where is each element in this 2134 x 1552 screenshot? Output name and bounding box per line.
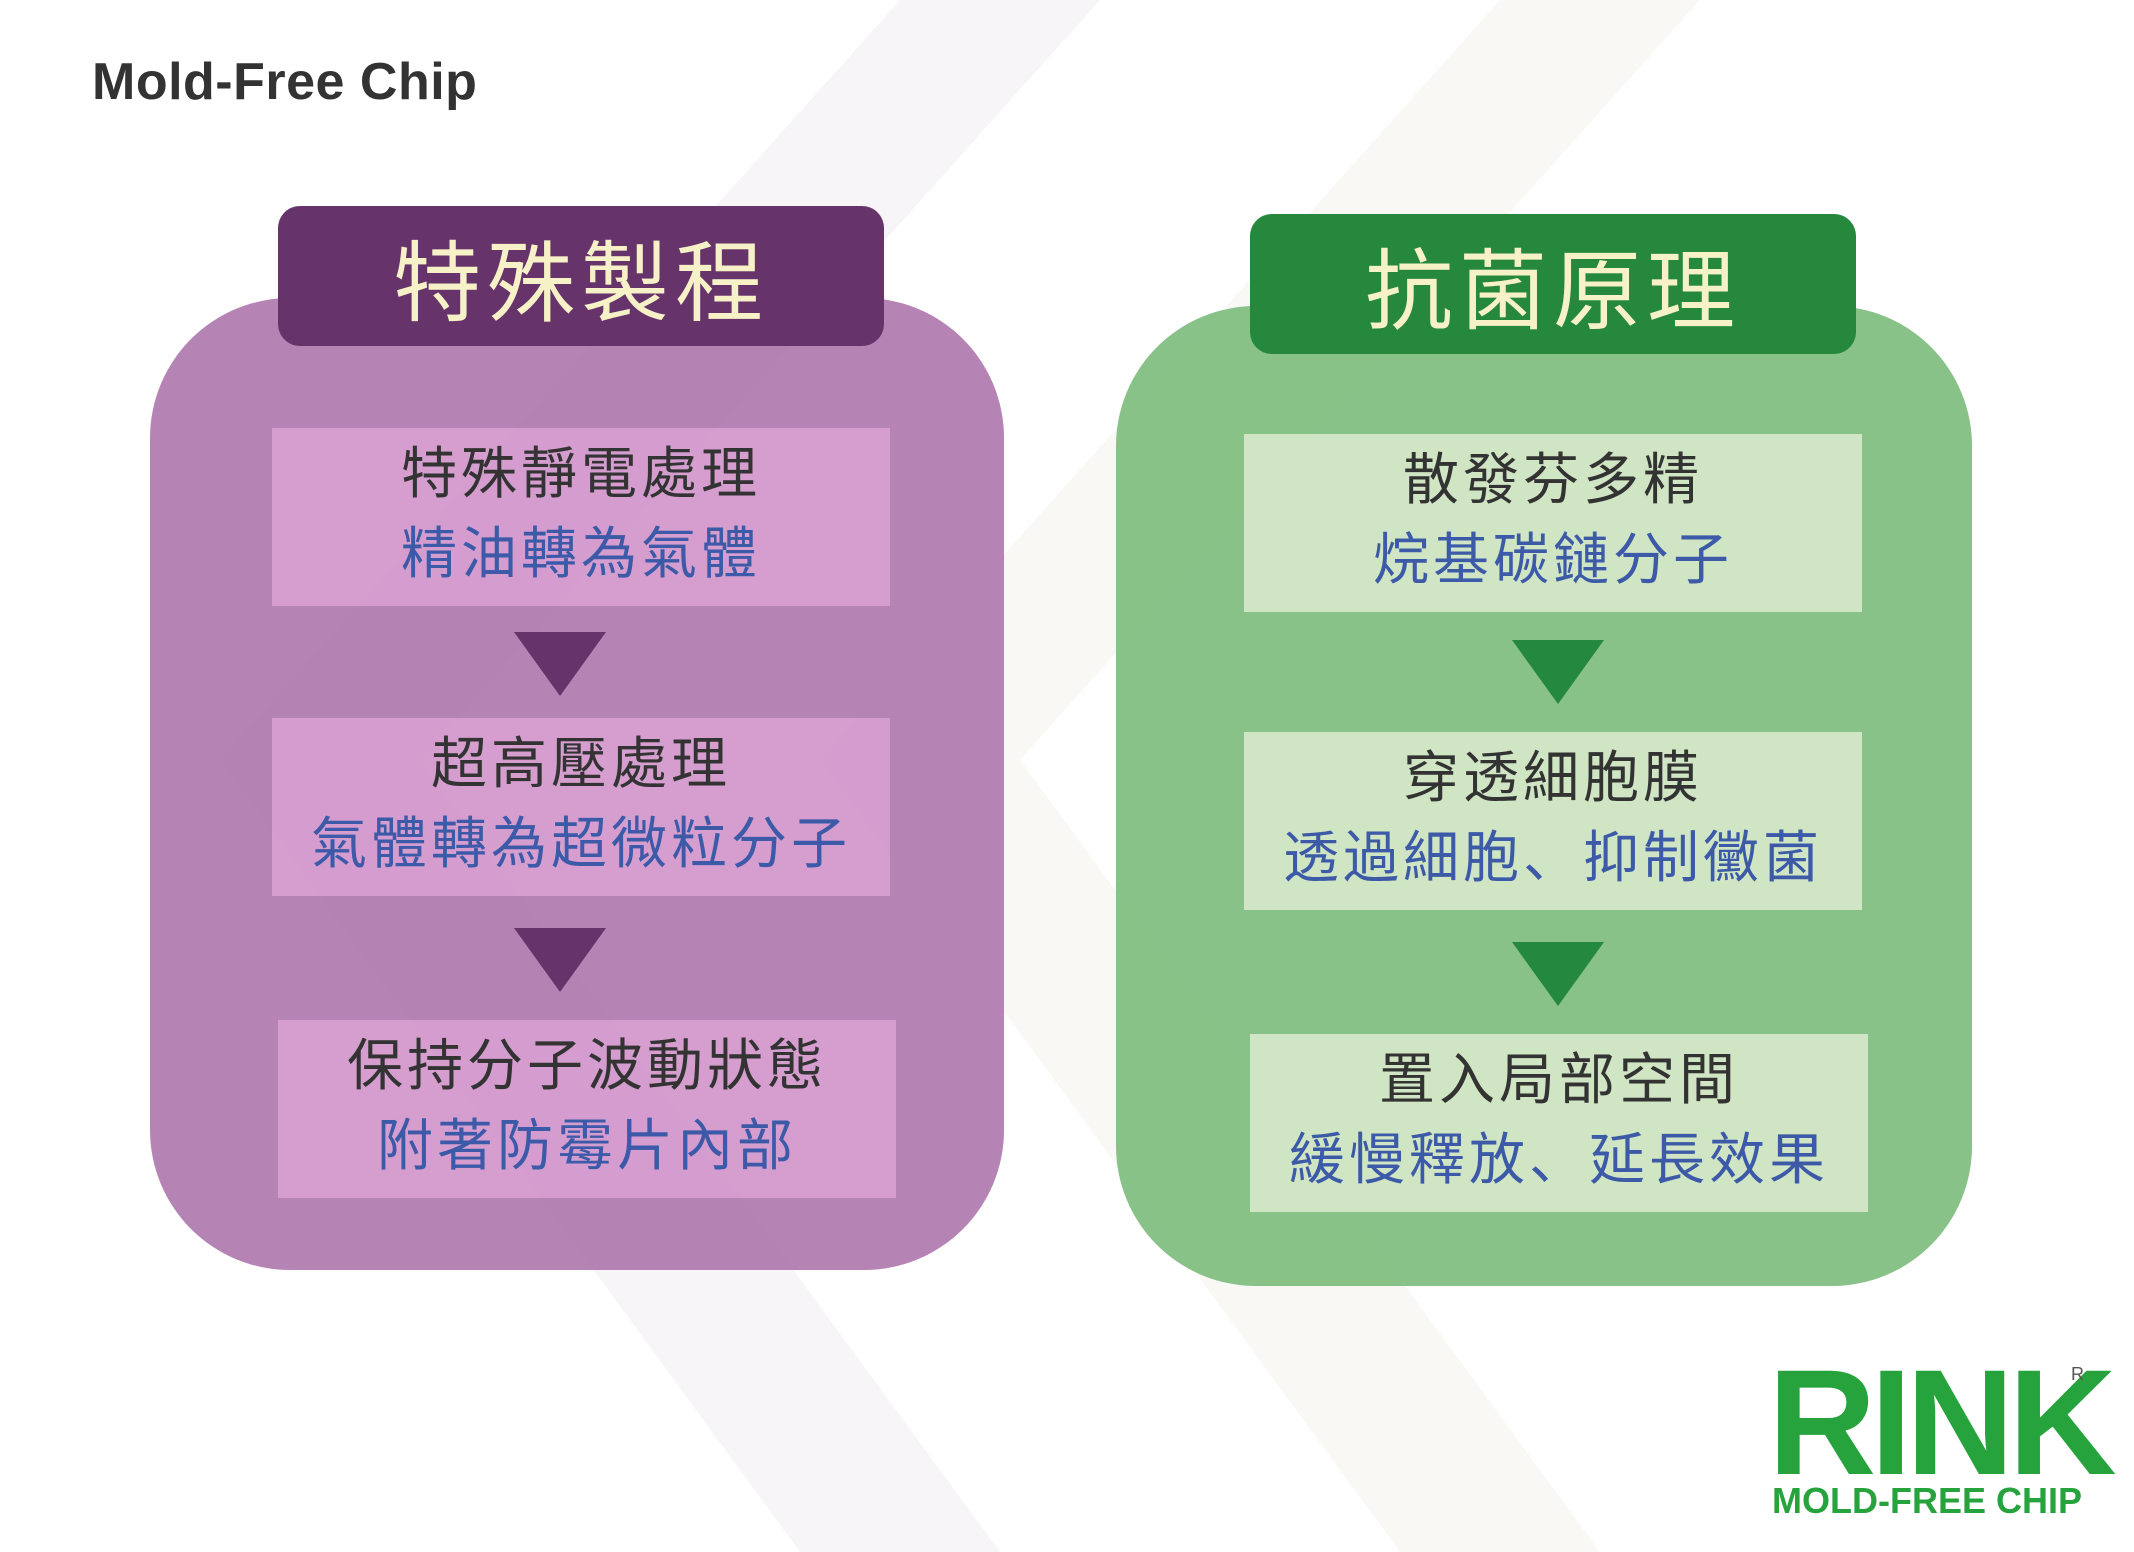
right-step-3-sub: 緩慢釋放、延長效果 (1289, 1128, 1829, 1193)
left-step-3-main: 保持分子波動狀態 (347, 1034, 827, 1099)
right-down-arrow-1 (1512, 640, 1604, 704)
left-step-2-sub: 氣體轉為超微粒分子 (311, 812, 851, 877)
right-step-3-main: 置入局部空間 (1379, 1048, 1739, 1113)
logo-wordmark: RINK (1768, 1338, 2117, 1506)
left-down-arrow-1 (514, 632, 606, 696)
right-down-arrow-2 (1512, 942, 1604, 1006)
left-step-1: 特殊靜電處理 精油轉為氣體 (272, 428, 890, 606)
right-step-1-sub: 烷基碳鏈分子 (1373, 528, 1733, 593)
left-step-2-main: 超高壓處理 (431, 732, 731, 797)
left-step-3: 保持分子波動狀態 附著防霉片內部 (278, 1020, 896, 1198)
right-step-2: 穿透細胞膜 透過細胞、抑制黴菌 (1244, 732, 1862, 910)
right-step-3: 置入局部空間 緩慢釋放、延長效果 (1250, 1034, 1868, 1212)
right-step-1: 散發芬多精 烷基碳鏈分子 (1244, 434, 1862, 612)
logo-tagline: MOLD-FREE CHIP (1772, 1480, 2082, 1521)
left-step-1-sub: 精油轉為氣體 (401, 522, 761, 587)
right-step-2-main: 穿透細胞膜 (1403, 746, 1703, 811)
page-title: Mold-Free Chip (92, 53, 478, 111)
left-step-1-main: 特殊靜電處理 (401, 442, 761, 507)
left-down-arrow-2 (514, 928, 606, 992)
right-step-1-main: 散發芬多精 (1403, 448, 1703, 513)
rink-logo: RINK R MOLD-FREE CHIP (1768, 1347, 2117, 1522)
special-process-header: 特殊製程 (278, 206, 884, 346)
antibacterial-principle-header: 抗菌原理 (1250, 214, 1856, 354)
right-step-2-sub: 透過細胞、抑制黴菌 (1283, 826, 1823, 891)
left-step-3-sub: 附著防霉片內部 (377, 1114, 797, 1179)
left-step-2: 超高壓處理 氣體轉為超微粒分子 (272, 718, 890, 896)
registered-mark: R (2071, 1364, 2084, 1384)
